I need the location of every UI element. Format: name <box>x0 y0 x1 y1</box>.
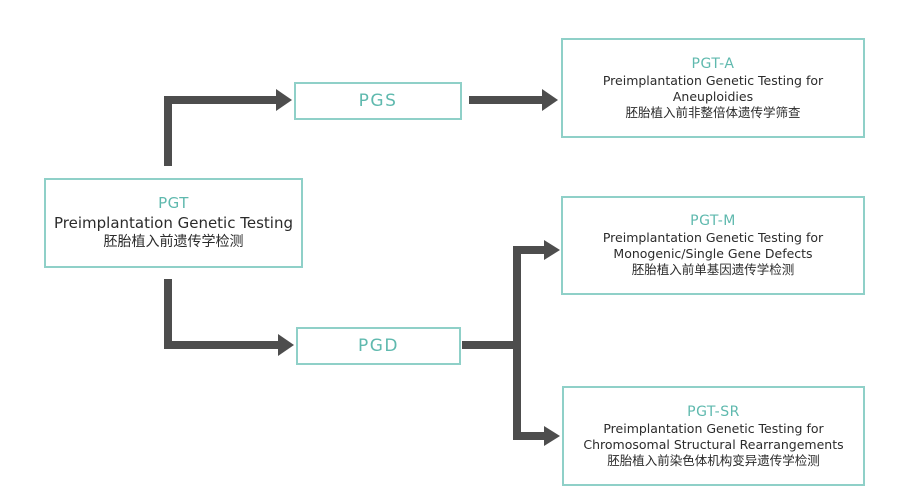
pgd-code: PGD <box>357 336 399 356</box>
pgd-box: PGD <box>296 327 461 365</box>
pgs-box: PGS <box>294 82 462 120</box>
pgt-m-chinese-name: 胚胎植入前单基因遗传学检测 <box>631 262 795 277</box>
pgt-a-code: PGT-A <box>691 55 735 72</box>
pgt-a-box: PGT-A Preimplantation Genetic Testing fo… <box>561 38 865 138</box>
pgt-sr-box: PGT-SR Preimplantation Genetic Testing f… <box>562 386 865 486</box>
pgt-m-name-line1: Preimplantation Genetic Testing for <box>602 230 824 245</box>
connector-pgt-to-pgs <box>164 96 278 166</box>
arrowhead-pgtsr <box>544 426 560 446</box>
pgt-sr-name-line2: Chromosomal Structural Rearrangements <box>583 436 844 452</box>
pgt-sr-code: PGT-SR <box>687 403 740 420</box>
pgt-m-box: PGT-M Preimplantation Genetic Testing fo… <box>561 196 865 295</box>
pgt-chinese-name: 胚胎植入前遗传学检测 <box>103 234 244 250</box>
arrowhead-pgd <box>278 334 294 356</box>
connector-pgt-to-pgd <box>164 279 280 349</box>
arrowhead-pgtm <box>544 240 560 260</box>
pgt-sr-chinese-name: 胚胎植入前染色体机构变异遗传学检测 <box>607 452 820 468</box>
pgt-sr-name-line1: Preimplantation Genetic Testing for <box>603 420 824 436</box>
pgt-name: Preimplantation Genetic Testing <box>54 214 293 232</box>
arrowhead-pgta <box>542 89 558 111</box>
pgt-code: PGT <box>158 194 189 212</box>
pgs-code: PGS <box>358 91 398 111</box>
pgt-a-name-line2: Aneuploidies <box>672 88 754 104</box>
pgt-a-chinese-name: 胚胎植入前非整倍体遗传学筛查 <box>625 104 801 120</box>
pgt-root-box: PGT Preimplantation Genetic Testing 胚胎植入… <box>44 178 303 268</box>
pgt-m-code: PGT-M <box>690 213 736 229</box>
pgt-m-name-line2: Monogenic/Single Gene Defects <box>613 246 813 261</box>
arrowhead-pgs <box>276 89 292 111</box>
pgt-a-name-line1: Preimplantation Genetic Testing for <box>602 72 824 88</box>
